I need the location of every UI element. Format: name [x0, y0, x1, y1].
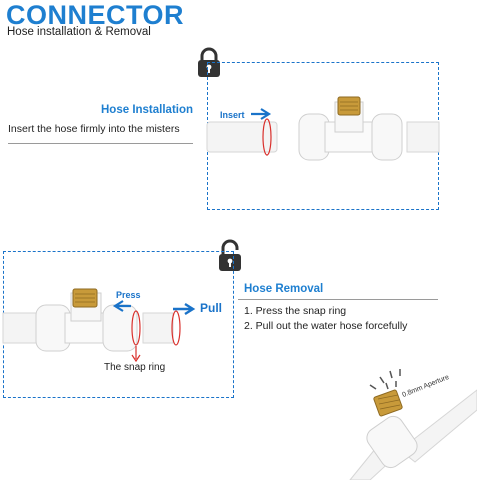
installation-divider	[8, 143, 193, 144]
installation-diagram	[206, 96, 440, 161]
removal-diagram	[2, 288, 196, 363]
removal-step-2: 2. Pull out the water hose forcefully	[244, 320, 408, 332]
removal-step-1: 1. Press the snap ring	[244, 305, 347, 317]
installation-heading: Hose Installation	[101, 104, 194, 116]
hose-left	[206, 121, 278, 153]
snap-ring-label: The snap ring	[104, 362, 166, 373]
hose-right	[406, 121, 440, 153]
installation-description: Insert the hose firmly into the misters	[8, 123, 180, 135]
page-subtitle: Hose installation & Removal	[7, 26, 151, 38]
lock-open-icon	[219, 239, 241, 271]
removal-heading: Hose Removal	[244, 283, 324, 295]
nozzle-closeup	[349, 369, 477, 480]
insert-label: Insert	[220, 110, 245, 120]
press-label: Press	[116, 290, 141, 300]
pull-label: Pull	[200, 301, 223, 315]
removal-divider	[238, 299, 438, 300]
page-title: CONNECTOR	[6, 0, 185, 30]
